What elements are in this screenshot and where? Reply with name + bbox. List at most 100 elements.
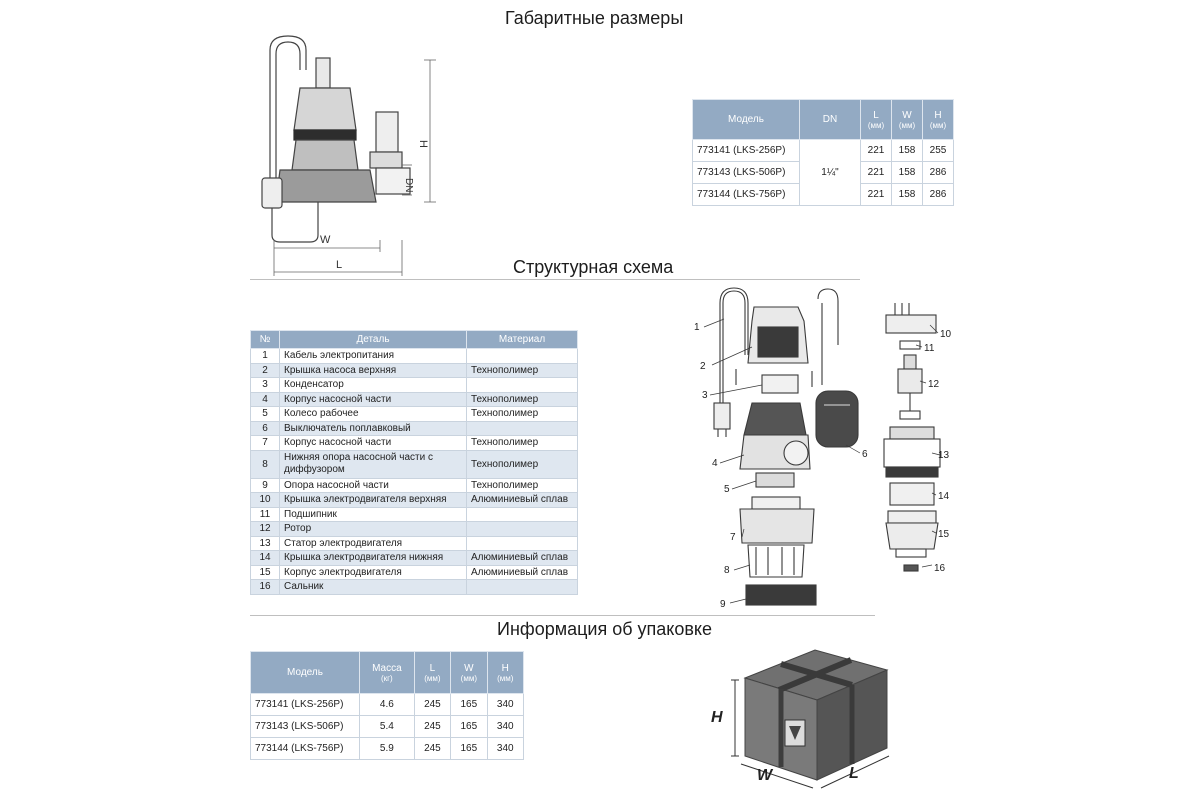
part-number: 14	[250, 550, 280, 566]
col-l: L(мм)	[413, 651, 452, 694]
table-row: 773143 (LKS-506P) 221 158 286	[692, 161, 954, 184]
callout-2: 2	[700, 361, 706, 372]
part-material	[466, 579, 578, 595]
divider	[250, 615, 875, 616]
part-name: Опора насосной части	[279, 477, 467, 493]
callout-12: 12	[928, 379, 940, 390]
part-name: Корпус насосной части	[279, 391, 467, 407]
part-material: Алюминиевый сплав	[466, 550, 578, 566]
part-name: Конденсатор	[279, 377, 467, 393]
part-material: Технополимер	[466, 406, 578, 422]
part-material: Технополимер	[466, 435, 578, 451]
dimensions-table: Модель DN L(мм) W(мм) H(мм) 773141 (LKS-…	[692, 99, 954, 206]
part-number: 12	[250, 521, 280, 537]
callout-11: 11	[924, 343, 935, 354]
dim-h-label: H	[417, 140, 429, 148]
box-l-label: L	[849, 765, 859, 782]
callout-9: 9	[720, 599, 726, 610]
dim-w-label: W	[320, 234, 331, 246]
table-row: 773143 (LKS-506P) 5.4 245 165 340	[250, 715, 525, 738]
part-name: Ротор	[279, 521, 467, 537]
part-name: Сальник	[279, 579, 467, 595]
part-material: Технополимер	[466, 362, 578, 378]
part-name: Статор электродвигателя	[279, 535, 467, 551]
dim-l-label: L	[336, 259, 342, 271]
part-number: 2	[250, 362, 280, 378]
table-row: 773144 (LKS-756P) 5.9 245 165 340	[250, 737, 525, 760]
part-name: Крышка электродвигателя верхняя	[279, 492, 467, 508]
part-name: Корпус электродвигателя	[279, 564, 467, 580]
part-name: Нижняя опора насосной части с диффузором	[279, 449, 467, 479]
part-material: Алюминиевый сплав	[466, 564, 578, 580]
callout-5: 5	[724, 484, 730, 495]
part-material	[466, 535, 578, 551]
col-part: Деталь	[279, 330, 467, 349]
part-name: Крышка насоса верхняя	[279, 362, 467, 378]
callout-16: 16	[934, 563, 946, 574]
part-number: 6	[250, 420, 280, 436]
callout-4: 4	[712, 458, 718, 469]
col-h: H(мм)	[922, 99, 954, 140]
pump-dimension-drawing: H DN W L	[261, 35, 436, 276]
part-name: Выключатель поплавковый	[279, 420, 467, 436]
packaging-title: Информация об упаковке	[497, 619, 713, 639]
part-number: 7	[250, 435, 280, 451]
table-row: 773141 (LKS-256P) 1¼" 221 158 255	[692, 139, 954, 206]
callout-15: 15	[938, 529, 950, 540]
part-number: 9	[250, 477, 280, 493]
col-w: W(мм)	[891, 99, 923, 140]
part-name: Колесо рабочее	[279, 406, 467, 422]
part-material: Технополимер	[466, 391, 578, 407]
part-material: Алюминиевый сплав	[466, 492, 578, 508]
part-number: 8	[250, 449, 280, 479]
col-l: L(мм)	[860, 99, 892, 140]
table-row: 773141 (LKS-256P) 4.6 245 165 340	[250, 693, 525, 716]
part-number: 5	[250, 406, 280, 422]
structure-title: Структурная схема	[513, 257, 674, 277]
packaging-table: Модель Масса(кг) L(мм) W(мм) H(мм) 77314…	[250, 651, 525, 760]
callout-1: 1	[694, 322, 700, 333]
part-material	[466, 377, 578, 393]
callout-13: 13	[938, 450, 950, 461]
table-row: 773144 (LKS-756P) 221 158 286	[692, 183, 954, 206]
col-w: W(мм)	[450, 651, 488, 694]
part-material: Технополимер	[466, 449, 578, 479]
col-mass: Масса(кг)	[359, 651, 415, 694]
part-material: Технополимер	[466, 477, 578, 493]
callout-6: 6	[862, 449, 868, 460]
callout-8: 8	[724, 565, 730, 576]
part-number: 1	[250, 348, 280, 364]
part-number: 3	[250, 377, 280, 393]
part-number: 4	[250, 391, 280, 407]
part-number: 13	[250, 535, 280, 551]
part-number: 15	[250, 564, 280, 580]
dimensions-title: Габаритные размеры	[505, 8, 684, 28]
callout-14: 14	[938, 491, 950, 502]
part-name: Крышка электродвигателя нижняя	[279, 550, 467, 566]
part-name: Подшипник	[279, 506, 467, 522]
dim-dn-label: DN	[403, 178, 414, 192]
divider	[250, 279, 860, 280]
part-number: 10	[250, 492, 280, 508]
part-number: 16	[250, 579, 280, 595]
box-h-label: H	[711, 709, 723, 726]
col-model: Модель	[250, 651, 360, 694]
part-material	[466, 348, 578, 364]
callout-7: 7	[730, 532, 736, 543]
dn-value: 1¼"	[799, 139, 861, 206]
box-w-label: W	[757, 767, 774, 784]
col-h: H(мм)	[486, 651, 525, 694]
